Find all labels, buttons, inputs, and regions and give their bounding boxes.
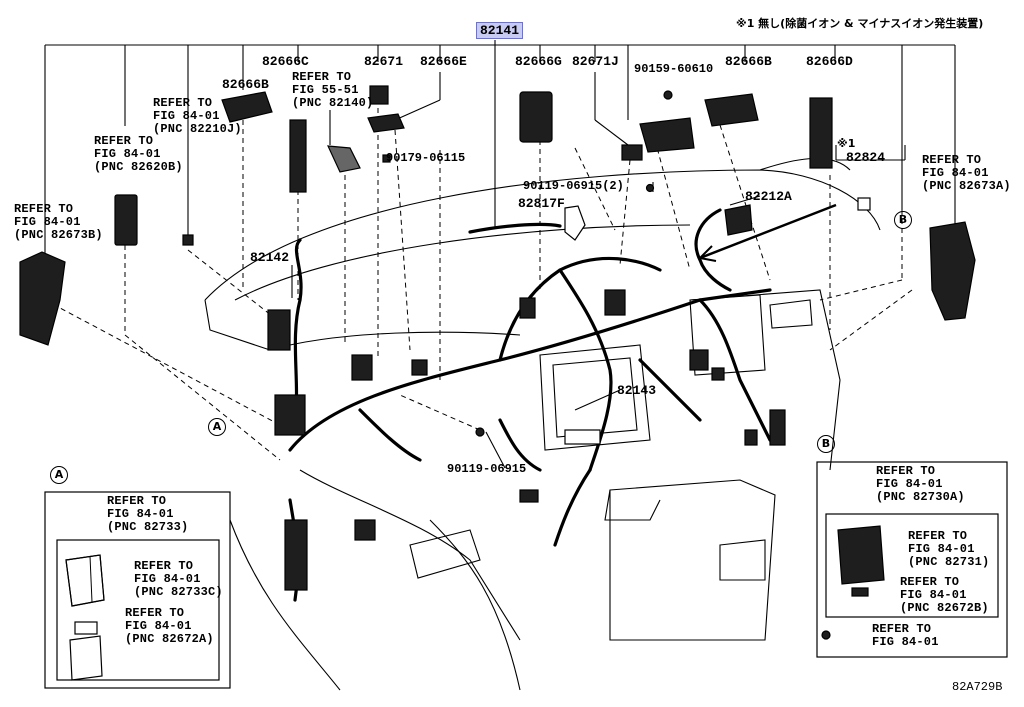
part-82824[interactable]: 82824	[846, 150, 886, 165]
part-82143[interactable]: 82143	[617, 383, 657, 398]
ref-line: REFER TO	[292, 70, 352, 84]
ref-line: REFER TO	[922, 153, 982, 167]
ref-line: FIG 84-01	[922, 166, 989, 180]
part-82666d[interactable]: 82666D	[806, 54, 853, 69]
part-82666g[interactable]: 82666G	[515, 54, 562, 69]
main-part-number[interactable]: 82141	[476, 22, 524, 39]
components	[19, 85, 976, 681]
ref-line: (PNC 82210J)	[153, 122, 242, 136]
ref-line: FIG 84-01	[153, 109, 220, 123]
part-82817f[interactable]: 82817F	[518, 196, 565, 211]
part-90119-06915[interactable]: 90119-06915	[447, 462, 527, 476]
ref-82733c[interactable]: REFER TO FIG 84-01 (PNC 82733C)	[134, 560, 223, 599]
part-82671[interactable]: 82671	[364, 54, 404, 69]
top-note: ※1 無し(除菌イオン & マイナスイオン発生装置)	[736, 17, 984, 30]
ref-82673b[interactable]: REFER TO FIG 84-01 (PNC 82673B)	[14, 203, 103, 242]
wire-harness	[288, 208, 772, 602]
ref-line: (PNC 82672B)	[900, 601, 989, 615]
ref-line: REFER TO	[14, 202, 74, 216]
part-82142[interactable]: 82142	[250, 250, 290, 265]
inset-frames	[44, 461, 1008, 689]
part-82666b-right[interactable]: 82666B	[725, 54, 772, 69]
ref-line: (PNC 82673A)	[922, 179, 1011, 193]
ref-line: FIG 84-01	[14, 215, 81, 229]
part-82212a[interactable]: 82212A	[745, 189, 792, 204]
ref-line: REFER TO	[908, 529, 968, 543]
ref-line: REFER TO	[872, 622, 932, 636]
leader-lines	[44, 40, 956, 469]
ref-line: FIG 84-01	[94, 147, 161, 161]
ref-line: REFER TO	[94, 134, 154, 148]
ref-82733[interactable]: REFER TO FIG 84-01 (PNC 82733)	[107, 495, 188, 534]
ref-line: FIG 84-01	[876, 477, 943, 491]
arrows	[699, 203, 837, 262]
callout-b[interactable]: B	[894, 211, 912, 229]
ref-line: FIG 84-01	[125, 619, 192, 633]
ref-line: FIG 55-51	[292, 83, 359, 97]
ref-line: REFER TO	[900, 575, 960, 589]
ref-line: (PNC 82140)	[292, 96, 374, 110]
ref-82210j[interactable]: REFER TO FIG 84-01 (PNC 82210J)	[153, 97, 242, 136]
ref-82731[interactable]: REFER TO FIG 84-01 (PNC 82731)	[908, 530, 989, 569]
part-82666b-left[interactable]: 82666B	[222, 77, 269, 92]
part-82666e[interactable]: 82666E	[420, 54, 467, 69]
ref-84-01[interactable]: REFER TO FIG 84-01	[872, 623, 939, 649]
ref-line: REFER TO	[153, 96, 213, 110]
ref-line: (PNC 82733)	[107, 520, 189, 534]
part-90179-06115[interactable]: 90179-06115	[386, 151, 466, 165]
inset-a-label: A	[50, 466, 68, 484]
mark-1: ※1	[837, 137, 856, 150]
part-82666c[interactable]: 82666C	[262, 54, 309, 69]
ref-line: (PNC 82620B)	[94, 160, 183, 174]
ref-82730a[interactable]: REFER TO FIG 84-01 (PNC 82730A)	[876, 465, 965, 504]
ref-55-51[interactable]: REFER TO FIG 55-51 (PNC 82140)	[292, 71, 373, 110]
figure-code: 82A729B	[952, 680, 1003, 694]
ref-82672b[interactable]: REFER TO FIG 84-01 (PNC 82672B)	[900, 576, 989, 615]
ref-line: REFER TO	[134, 559, 194, 573]
ref-line: (PNC 82730A)	[876, 490, 965, 504]
ref-82673a[interactable]: REFER TO FIG 84-01 (PNC 82673A)	[922, 154, 1011, 193]
ref-line: (PNC 82733C)	[134, 585, 223, 599]
ref-line: FIG 84-01	[900, 588, 967, 602]
callout-a[interactable]: A	[208, 418, 226, 436]
ref-line: REFER TO	[125, 606, 185, 620]
ref-line: FIG 84-01	[908, 542, 975, 556]
ref-line: (PNC 82731)	[908, 555, 990, 569]
ref-line: FIG 84-01	[872, 635, 939, 649]
ref-line: (PNC 82673B)	[14, 228, 103, 242]
ref-line: REFER TO	[876, 464, 936, 478]
part-90119-06915-2[interactable]: 90119-06915(2)	[523, 179, 624, 193]
ref-line: FIG 84-01	[134, 572, 201, 586]
ref-82620b[interactable]: REFER TO FIG 84-01 (PNC 82620B)	[94, 135, 183, 174]
ref-line: FIG 84-01	[107, 507, 174, 521]
part-90159-60610[interactable]: 90159-60610	[634, 62, 714, 76]
ref-82672a[interactable]: REFER TO FIG 84-01 (PNC 82672A)	[125, 607, 214, 646]
inset-b-label: B	[817, 435, 835, 453]
part-82671j[interactable]: 82671J	[572, 54, 619, 69]
ref-line: REFER TO	[107, 494, 167, 508]
ref-line: (PNC 82672A)	[125, 632, 214, 646]
